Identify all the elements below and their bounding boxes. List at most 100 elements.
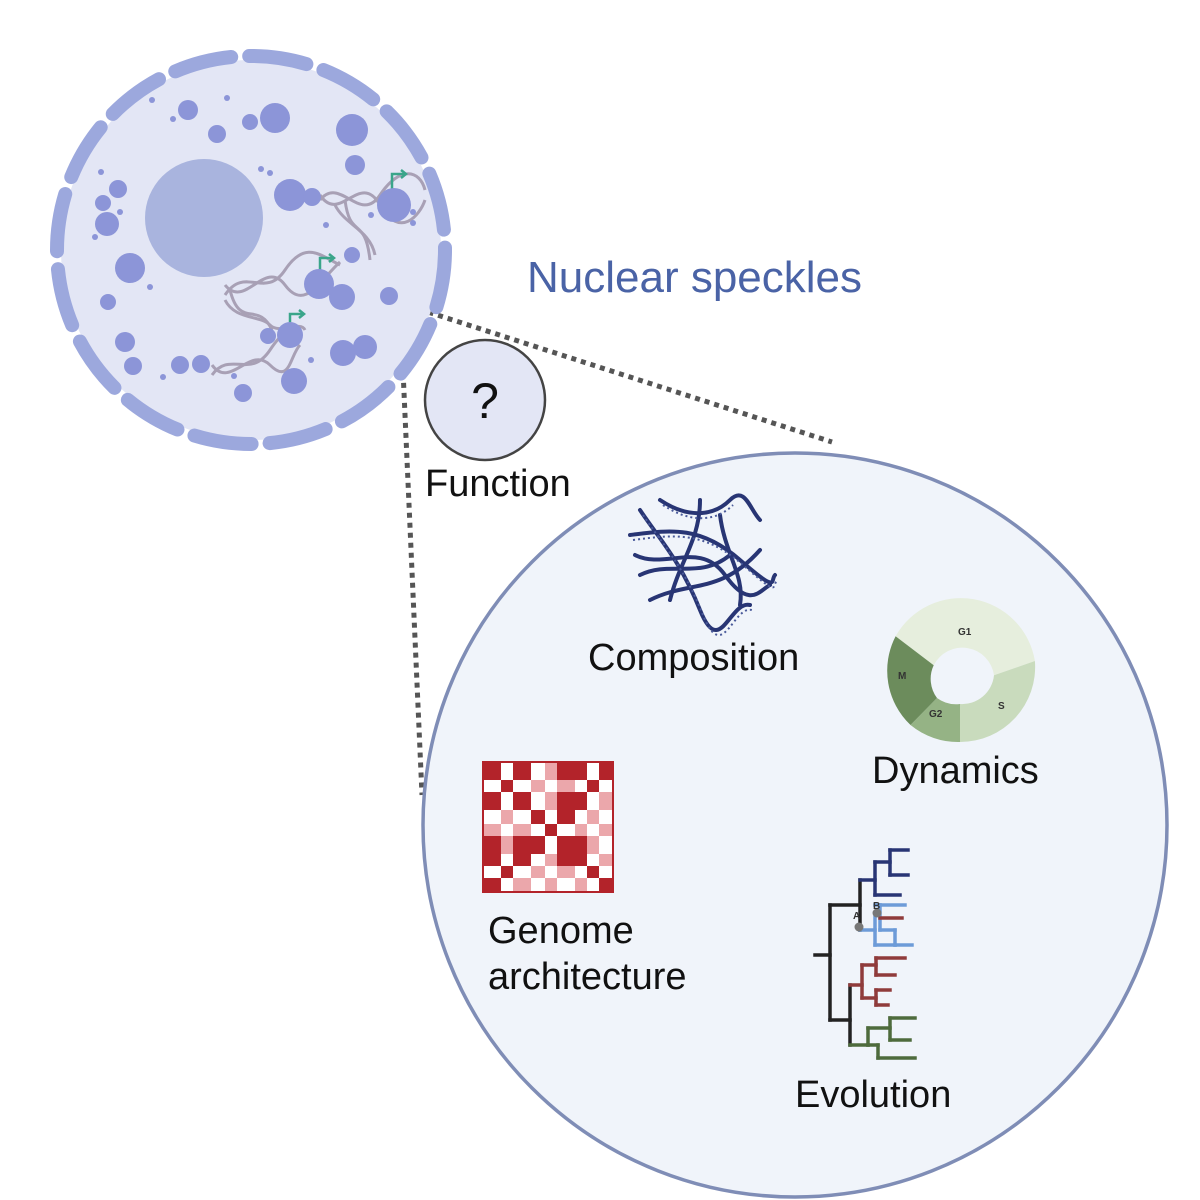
speckle xyxy=(303,188,321,206)
heatmap-cell xyxy=(501,854,513,866)
speckles xyxy=(95,100,411,402)
heatmap-cell xyxy=(513,792,531,810)
heatmap-cell xyxy=(545,810,557,824)
speckle xyxy=(336,114,368,146)
tree-clade-navy xyxy=(858,848,910,897)
heatmap-cell xyxy=(599,780,613,792)
speckle xyxy=(329,284,355,310)
heatmap-cell xyxy=(557,836,575,854)
heatmap-cell xyxy=(531,780,545,792)
heatmap-cell xyxy=(483,810,501,824)
micro-speckle xyxy=(149,97,155,103)
heatmap-cell xyxy=(599,792,613,810)
speckle xyxy=(242,114,258,130)
heatmap-cell xyxy=(599,836,613,854)
heatmap-cell xyxy=(545,824,557,836)
micro-speckle xyxy=(258,166,264,172)
speckle xyxy=(115,332,135,352)
heatmap-cell xyxy=(557,878,575,892)
speckle xyxy=(208,125,226,143)
evolution-label: Evolution xyxy=(795,1074,952,1116)
micro-speckle xyxy=(98,169,104,175)
micro-speckle xyxy=(368,212,374,218)
heatmap-cell xyxy=(501,780,513,792)
heatmap-cell xyxy=(575,854,587,866)
heatmap-cell xyxy=(587,854,599,866)
micro-speckle xyxy=(410,209,416,215)
speckle xyxy=(100,294,116,310)
heatmap-cell xyxy=(599,866,613,878)
heatmap-cell xyxy=(587,780,599,792)
micro-speckle xyxy=(267,170,273,176)
heatmap-cell xyxy=(599,810,613,824)
speckle xyxy=(260,103,290,133)
heatmap-cell xyxy=(557,780,575,792)
heatmap-cell xyxy=(501,836,513,854)
heatmap-cell xyxy=(531,762,545,780)
heatmap-cell xyxy=(483,854,501,866)
phylogenetic-tree-icon: A B xyxy=(813,848,917,1060)
heatmap-cell xyxy=(483,792,501,810)
tree-node-a xyxy=(854,922,864,932)
heatmap-cell xyxy=(557,824,575,836)
diagram-title: Nuclear speckles xyxy=(527,253,863,302)
tss-arrows xyxy=(288,169,409,325)
micro-speckle xyxy=(410,220,416,226)
heatmap-cell xyxy=(513,854,531,866)
micro-speckle xyxy=(147,284,153,290)
heatmap-cell xyxy=(483,866,501,878)
speckle xyxy=(380,287,398,305)
heatmap-cell xyxy=(545,836,557,854)
heatmap-cell xyxy=(513,780,531,792)
heatmap-cell xyxy=(575,824,587,836)
heatmap-cell xyxy=(531,878,545,892)
speckle xyxy=(234,384,252,402)
heatmap-cell xyxy=(599,824,613,836)
speckle xyxy=(95,195,111,211)
phase-label-g2: G2 xyxy=(929,709,943,720)
heatmap-cell xyxy=(587,836,599,854)
heatmap-cell xyxy=(545,866,557,878)
heatmap-cell xyxy=(545,792,557,810)
heatmap-cell xyxy=(557,810,575,824)
heatmap-cell xyxy=(513,836,531,854)
nucleolus xyxy=(145,159,263,277)
question-mark: ? xyxy=(471,373,499,429)
heatmap-cell xyxy=(575,866,587,878)
speckle xyxy=(115,253,145,283)
composition-icon-detail xyxy=(632,504,779,636)
speckle xyxy=(330,340,356,366)
heatmap-cell xyxy=(531,866,545,878)
speckle xyxy=(109,180,127,198)
micro-speckle xyxy=(92,234,98,240)
tree-clade-green xyxy=(848,1016,917,1060)
heatmap-cell xyxy=(513,878,531,892)
dna-helix-2 xyxy=(333,199,377,261)
micro-speckle xyxy=(160,374,166,380)
heatmap-cell xyxy=(483,878,501,892)
heatmap-cell xyxy=(557,762,575,780)
heatmap-cell xyxy=(575,878,587,892)
heatmap-cell xyxy=(587,762,599,780)
heatmap-cell xyxy=(531,792,545,810)
heatmap-cell xyxy=(587,866,599,878)
heatmap-cell xyxy=(513,762,531,780)
speckle xyxy=(345,155,365,175)
speckle xyxy=(274,179,306,211)
heatmap-cell xyxy=(575,792,587,810)
heatmap-cell xyxy=(513,810,531,824)
tree-clade-blue xyxy=(858,903,914,947)
phase-label-m: M xyxy=(898,671,906,682)
heatmap-cell xyxy=(599,762,613,780)
zoom-callout-lines xyxy=(397,300,833,796)
speckle xyxy=(260,328,276,344)
heatmap-border xyxy=(482,761,614,893)
heatmap-cell xyxy=(501,866,513,878)
heatmap-cell xyxy=(483,824,501,836)
heatmap-cell xyxy=(575,780,587,792)
micro-speckle xyxy=(323,222,329,228)
heatmap-cell xyxy=(599,878,613,892)
micro-speckle xyxy=(231,373,237,379)
tree-trunk xyxy=(813,878,862,1047)
